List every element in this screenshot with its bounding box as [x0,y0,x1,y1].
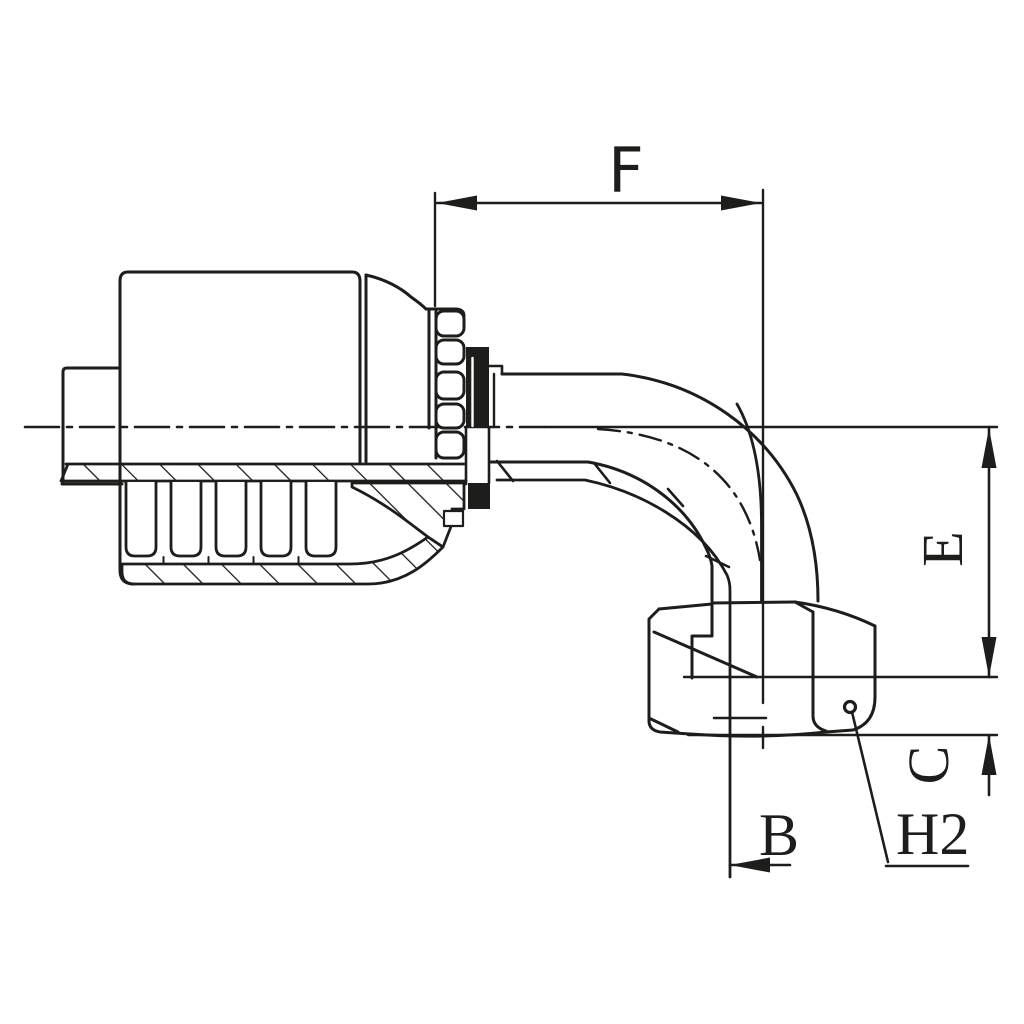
h2-label: H2 [896,801,969,867]
h2-leader-line [850,710,890,864]
ferrule-shoulder [364,273,428,311]
tube-outer-contour [500,372,820,603]
dimension-e-label: E [910,531,975,566]
dimension-b: B [728,802,799,873]
transition-notch [442,509,465,528]
tube-bore-left-wall [495,478,732,879]
hose-stub [61,366,122,486]
arrow-up-icon [981,428,997,468]
hose-ferrule [60,270,466,586]
ferrule-section [59,462,468,586]
nut-top-edge [710,600,797,605]
callout-h2: H2 [850,710,969,868]
h2-reference-dot [842,699,858,715]
arrow-left-icon [730,857,770,873]
dimension-e: E [682,425,999,679]
nut-section-left [647,607,692,736]
nut-right-edge [851,624,877,732]
dimension-c: C [686,733,999,797]
arrow-up-icon [981,735,997,775]
serration-grooves [124,480,338,558]
nut-face-divider [811,610,828,733]
dimension-f-label: F [608,134,644,207]
arrow-right-icon [721,195,761,211]
arrow-down-icon [981,637,997,677]
seal-band [464,347,504,509]
arrow-left-icon [437,195,477,211]
dimension-c-label: C [896,746,961,785]
collar-serrations [434,309,466,460]
elbow-tube [488,372,820,879]
dimension-f: F [433,134,763,308]
dimension-b-label: B [759,802,799,868]
